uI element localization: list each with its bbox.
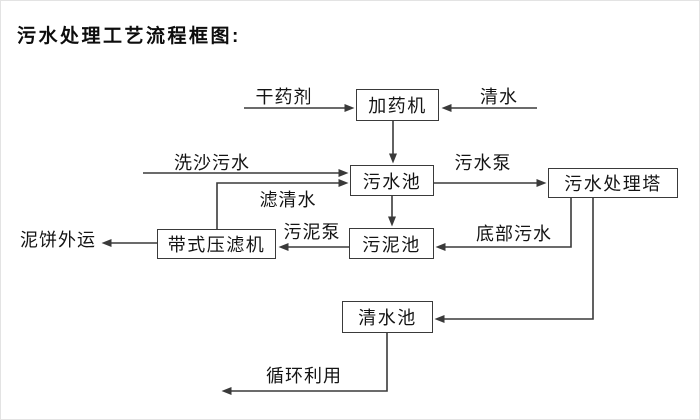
label-sewage-pump: 污水泵 (454, 153, 512, 173)
arrow-filtered-water-to-sewage-pool (216, 179, 349, 229)
node-sludge-pool: 污泥池 (349, 228, 434, 259)
arrow-tower-to-clean-water-pool (434, 198, 594, 323)
node-sewage-pool: 污水池 (350, 165, 434, 196)
label-clean-water: 清水 (480, 87, 518, 107)
arrow-recycling-out (221, 333, 388, 395)
label-sand-washing-sewage: 洗沙污水 (174, 153, 250, 173)
label-bottom-sewage: 底部污水 (476, 224, 552, 244)
node-treatment-tower: 污水处理塔 (548, 168, 678, 198)
arrow-bottom-sewage-to-sludge-pool (435, 198, 572, 251)
node-dosing-machine: 加药机 (356, 89, 439, 121)
label-recycling: 循环利用 (266, 366, 342, 386)
node-clean-water-pool: 清水池 (342, 301, 433, 333)
node-belt-filter-press: 带式压滤机 (157, 229, 276, 259)
label-dry-agent: 干药剂 (255, 87, 313, 107)
label-sludge-pump: 污泥泵 (283, 222, 341, 242)
label-filtered-water: 滤清水 (259, 190, 317, 210)
diagram-title: 污水处理工艺流程框图: (17, 26, 241, 47)
label-mud-cake-out: 泥饼外运 (20, 230, 96, 250)
